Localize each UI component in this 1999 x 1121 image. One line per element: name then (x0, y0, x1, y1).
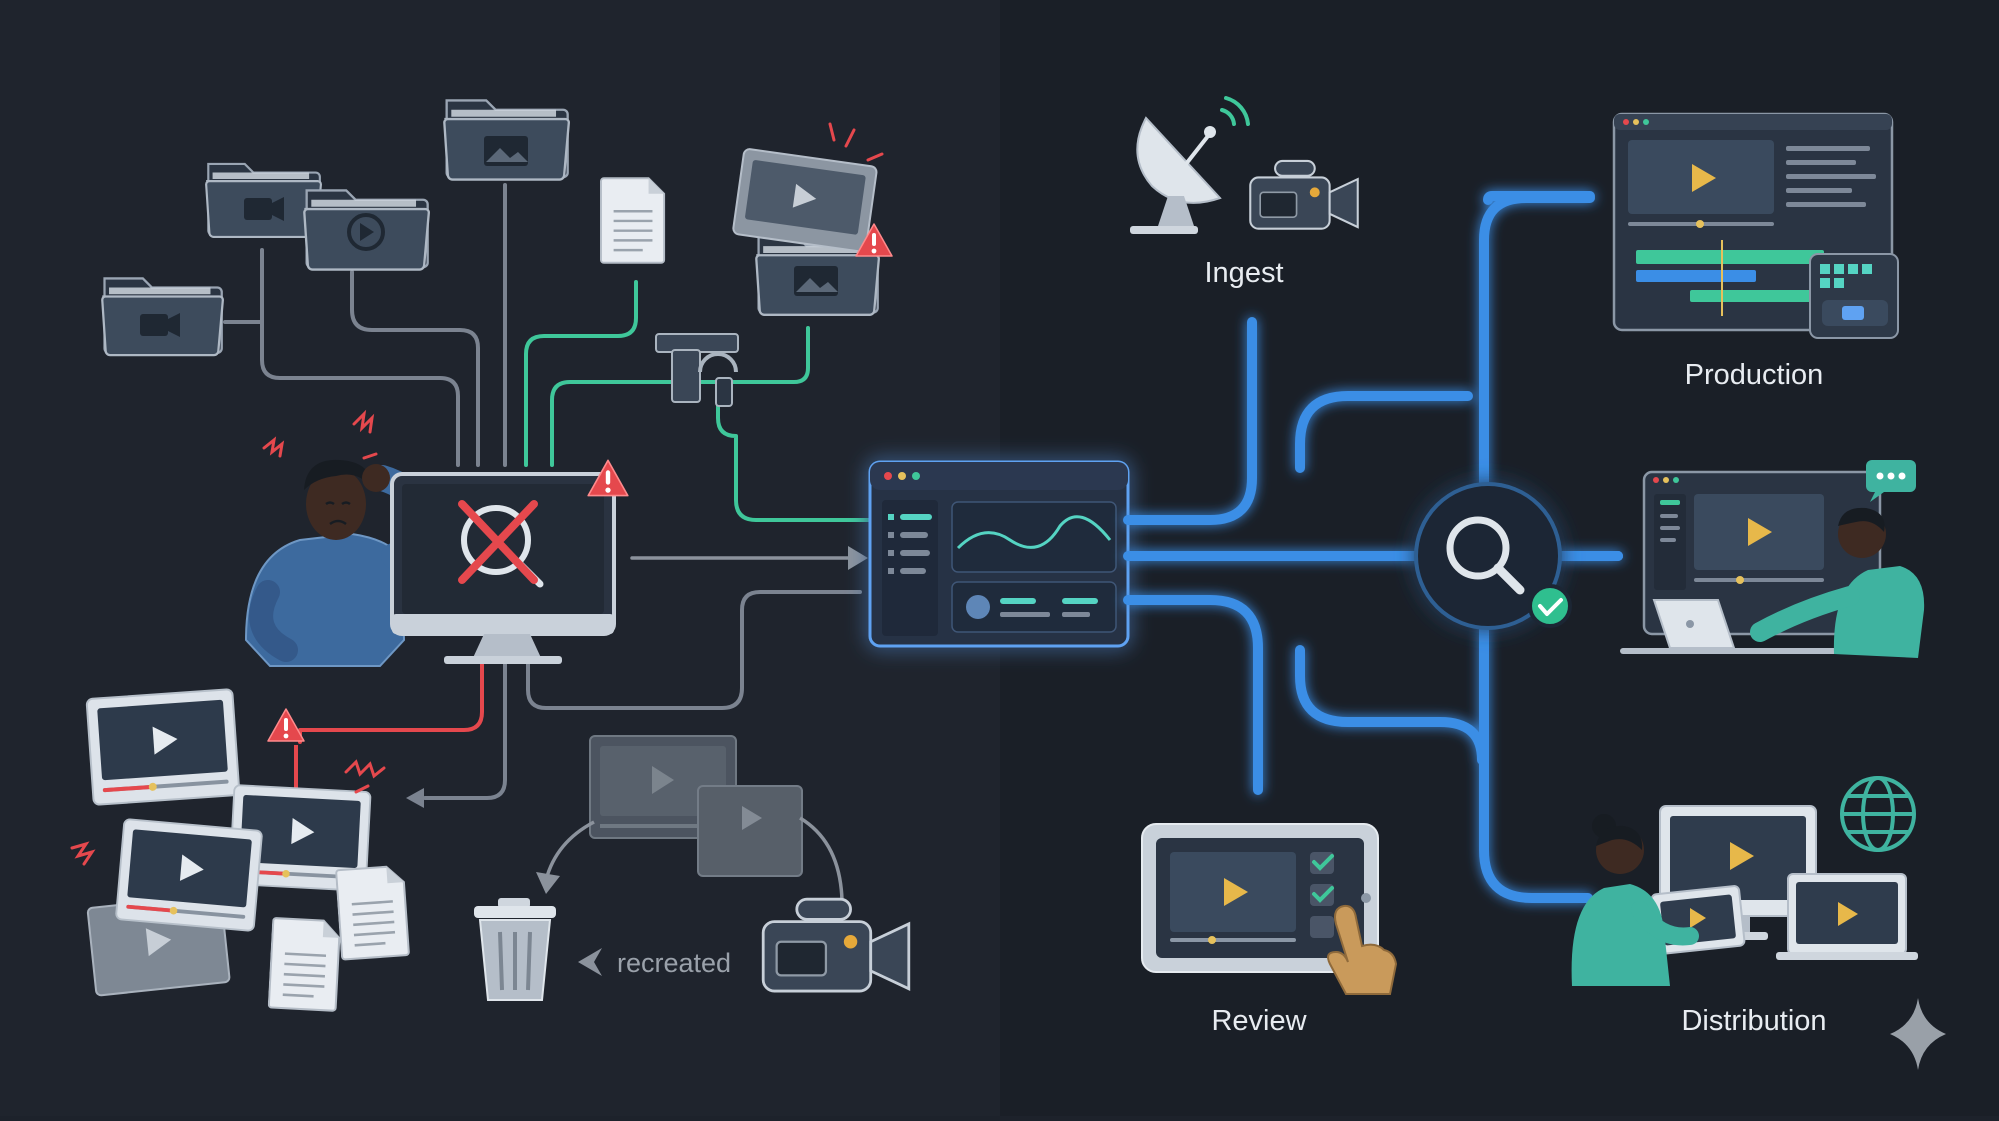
recreated-label: recreated (617, 948, 731, 978)
distribution-person (1571, 814, 1699, 986)
stress-marks (262, 409, 378, 460)
check-icon (1528, 584, 1572, 628)
alert-sparks-top (828, 122, 884, 162)
distribution-label: Distribution (1681, 1005, 1826, 1037)
creator-workstation (1620, 470, 1916, 654)
production-editor-screen (1612, 112, 1894, 332)
video-pile (85, 688, 411, 1013)
folder-left-video (101, 277, 224, 357)
floating-video-card (732, 148, 878, 253)
sparkle-icon (1890, 998, 1946, 1070)
pipe-valve (655, 333, 739, 407)
distribution-pipelines (1123, 191, 1623, 903)
folder-top-video (204, 162, 322, 239)
chaos-wires (223, 183, 872, 800)
hub-panel-content (870, 462, 1128, 636)
distribution-devices (1650, 805, 1918, 960)
production-control-panel (1809, 253, 1899, 339)
broken-monitor (390, 472, 616, 664)
satellite-dish-icon (1130, 96, 1250, 234)
folder-top-image (443, 99, 570, 181)
alert-sparks-videos (70, 759, 386, 866)
review-tablet (1141, 823, 1379, 973)
crossed-out-search-icon (458, 500, 544, 588)
creator-person (1750, 507, 1925, 658)
loop-arrowhead (536, 872, 560, 894)
folder-right-image (755, 235, 880, 317)
arrow-to-hub (848, 546, 868, 570)
review-label: Review (1211, 1005, 1307, 1037)
arrow-to-videos (406, 788, 424, 808)
globe-icon (1840, 776, 1916, 852)
folder-top-play (303, 189, 430, 271)
ghost-videos (589, 735, 803, 877)
chat-bubble-icon (1866, 460, 1916, 502)
pointing-hand-icon (1327, 904, 1398, 995)
production-label: Production (1685, 359, 1824, 391)
document-top (600, 176, 666, 265)
search-hub (1414, 482, 1562, 630)
trash-icon (474, 898, 556, 1001)
checklist (1310, 852, 1334, 938)
recreated-arrow (578, 948, 602, 976)
ingest-label: Ingest (1205, 257, 1284, 289)
recreate-loop (544, 816, 844, 901)
